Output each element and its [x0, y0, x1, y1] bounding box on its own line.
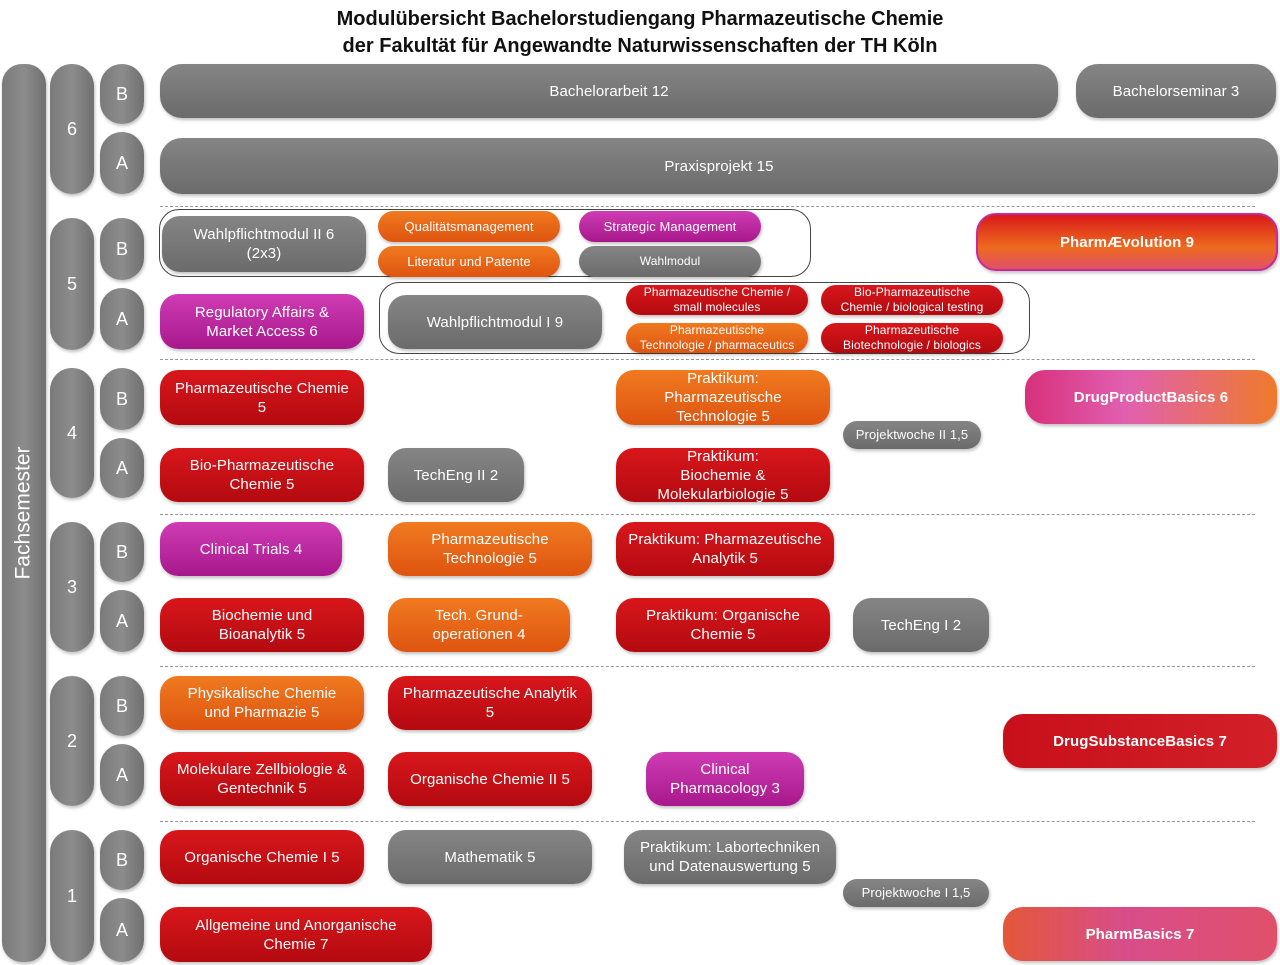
module-biochemie-bioanalytik: Biochemie und Bioanalytik 5: [160, 598, 364, 652]
semester-6: 6: [50, 64, 94, 194]
half-b: B: [100, 368, 144, 430]
separator: [160, 359, 1255, 360]
module-praktikum-pharm-technologie: Praktikum: Pharmazeutische Technologie 5: [616, 370, 830, 425]
half-a: A: [100, 438, 144, 498]
fachsemester-label: Fachsemester: [12, 446, 36, 580]
module-bio-pharmazeutische-chemie: Bio-Pharmazeutische Chemie 5: [160, 448, 364, 502]
title-line-1: Modulübersicht Bachelorstudiengang Pharm…: [336, 8, 944, 30]
module-allgemeine-anorganische-chemie: Allgemeine und Anorganische Chemie 7: [160, 907, 432, 962]
module-biopharm-biological-testing: Bio-Pharmazeutische Chemie / biological …: [821, 285, 1003, 315]
fachsemester-axis: Fachsemester: [2, 64, 46, 962]
module-clinical-pharmacology: Clinical Pharmacology 3: [646, 752, 804, 806]
separator: [160, 821, 1255, 822]
module-strategic-management: Strategic Management: [579, 211, 761, 242]
module-qualitaetsmanagement: Qualitätsmanagement: [378, 211, 560, 242]
module-physikalische-chemie: Physikalische Chemie und Pharmazie 5: [160, 676, 364, 730]
module-pc-small-molecules: Pharmazeutische Chemie / small molecules: [626, 285, 808, 315]
module-mathematik: Mathematik 5: [388, 830, 592, 884]
module-techeng-1: TechEng I 2: [853, 598, 989, 652]
semester-3: 3: [50, 522, 94, 652]
module-pharmazeutische-chemie: Pharmazeutische Chemie 5: [160, 370, 364, 425]
module-praktikum-org-chemie: Praktikum: Organische Chemie 5: [616, 598, 830, 652]
module-molekulare-zellbiologie: Molekulare Zellbiologie & Gentechnik 5: [160, 752, 364, 806]
module-pharmaevolution: PharmÆvolution 9: [976, 213, 1278, 271]
semester-2: 2: [50, 676, 94, 806]
half-a: A: [100, 744, 144, 806]
module-regulatory-affairs: Regulatory Affairs & Market Access 6: [160, 294, 364, 349]
module-pt-pharmaceutics: Pharmazeutische Technologie / pharmaceut…: [626, 323, 808, 353]
module-clinical-trials: Clinical Trials 4: [160, 522, 342, 576]
module-praxisprojekt: Praxisprojekt 15: [160, 138, 1278, 194]
module-pharmazeutische-analytik: Pharmazeutische Analytik 5: [388, 676, 592, 730]
module-bachelorseminar: Bachelorseminar 3: [1076, 64, 1276, 118]
semester-1: 1: [50, 830, 94, 962]
half-b: B: [100, 64, 144, 124]
module-projektwoche-1: Projektwoche I 1,5: [843, 879, 989, 907]
module-drugproductbasics: DrugProductBasics 6: [1025, 370, 1277, 424]
module-techeng-2: TechEng II 2: [388, 448, 524, 502]
half-a: A: [100, 898, 144, 962]
module-drugsubstancebasics: DrugSubstanceBasics 7: [1003, 714, 1277, 768]
module-pharmbasics: PharmBasics 7: [1003, 907, 1277, 961]
module-pb-biologics: Pharmazeutische Biotechnologie / biologi…: [821, 323, 1003, 353]
module-praktikum-pharm-analytik: Praktikum: Pharmazeutische Analytik 5: [616, 522, 834, 576]
half-b: B: [100, 676, 144, 736]
module-tech-grundoperationen: Tech. Grund- operationen 4: [388, 598, 570, 652]
module-wahlmodul: Wahlmodul: [579, 246, 761, 277]
half-b: B: [100, 830, 144, 890]
module-praktikum-labortechniken: Praktikum: Labortechniken und Datenauswe…: [624, 830, 836, 884]
module-organische-chemie-1: Organische Chemie I 5: [160, 830, 364, 884]
module-pharmazeutische-technologie: Pharmazeutische Technologie 5: [388, 522, 592, 576]
separator: [160, 514, 1255, 515]
separator: [160, 666, 1255, 667]
title-line-2: der Fakultät für Angewandte Naturwissens…: [342, 35, 938, 57]
module-wahlpflichtmodul-1: Wahlpflichtmodul I 9: [388, 295, 602, 349]
semester-5: 5: [50, 218, 94, 350]
separator: [160, 206, 1255, 207]
half-a: A: [100, 288, 144, 350]
module-organische-chemie-2: Organische Chemie II 5: [388, 752, 592, 806]
module-praktikum-biochemie: Praktikum: Biochemie & Molekularbiologie…: [616, 448, 830, 503]
module-literatur-patente: Literatur und Patente: [378, 246, 560, 277]
half-a: A: [100, 132, 144, 194]
module-projektwoche-2: Projektwoche II 1,5: [843, 421, 981, 449]
half-b: B: [100, 522, 144, 582]
module-wahlpflichtmodul-2: Wahlpflichtmodul II 6 (2x3): [162, 216, 366, 272]
half-a: A: [100, 590, 144, 652]
semester-4: 4: [50, 368, 94, 498]
half-b: B: [100, 218, 144, 280]
module-bachelorarbeit: Bachelorarbeit 12: [160, 64, 1058, 118]
